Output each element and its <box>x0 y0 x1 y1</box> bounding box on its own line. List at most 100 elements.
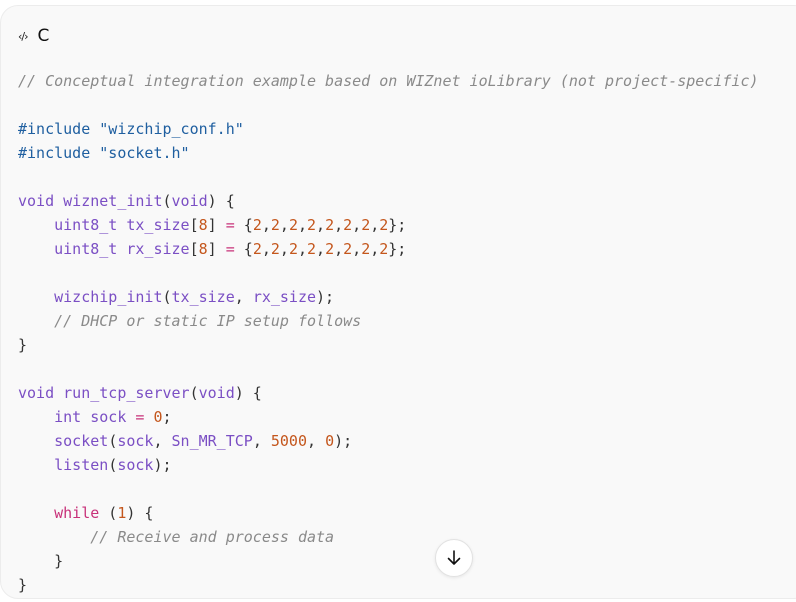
code-token: 2 <box>325 216 335 234</box>
code-line <box>18 93 759 117</box>
code-token: , <box>316 240 326 258</box>
code-token: uint8_t rx_size <box>18 240 190 258</box>
code-token: 2 <box>343 216 353 234</box>
code-token: 1 <box>117 504 127 522</box>
code-line: // Receive and process data <box>18 525 759 549</box>
code-token: ) { <box>234 384 262 402</box>
code-token: void <box>198 384 235 402</box>
code-token: 2 <box>270 216 280 234</box>
code-token: , <box>334 216 344 234</box>
code-token: , <box>352 216 362 234</box>
code-token: 2 <box>252 240 262 258</box>
code-line: uint8_t rx_size[8] = {2,2,2,2,2,2,2,2}; <box>18 237 759 261</box>
code-token: 2 <box>252 216 262 234</box>
code-token: ); <box>334 432 353 450</box>
code-token: { <box>234 216 253 234</box>
code-token: int sock <box>18 408 136 426</box>
code-token: , <box>297 216 307 234</box>
code-token: , <box>252 432 271 450</box>
code-token: }; <box>388 216 407 234</box>
code-line: #include "wizchip_conf.h" <box>18 117 759 141</box>
code-token: ( <box>189 384 199 402</box>
code-token: , <box>370 216 380 234</box>
code-token: 2 <box>270 240 280 258</box>
code-block-header: ‹/› C <box>18 26 49 46</box>
code-token: ); <box>316 288 335 306</box>
code-token: 2 <box>343 240 353 258</box>
code-line <box>18 165 759 189</box>
code-line <box>18 357 759 381</box>
code-line: int sock = 0; <box>18 405 759 429</box>
code-token: [ <box>189 216 199 234</box>
code-token: , <box>370 240 380 258</box>
code-token: sock <box>117 456 154 474</box>
code-token: sock <box>117 432 154 450</box>
code-token: wizchip_init <box>18 288 163 306</box>
code-token: 2 <box>379 240 389 258</box>
code-token: ( <box>108 432 118 450</box>
code-token: ) { <box>207 192 235 210</box>
code-token: #include "wizchip_conf.h" <box>18 120 244 138</box>
code-token: 2 <box>307 240 317 258</box>
code-token: 0 <box>325 432 335 450</box>
arrow-down-icon <box>447 550 461 565</box>
code-token: 2 <box>361 216 371 234</box>
code-token: , <box>316 216 326 234</box>
code-line: } <box>18 549 759 573</box>
code-token: , <box>279 240 289 258</box>
code-token: 2 <box>361 240 371 258</box>
code-line: // DHCP or static IP setup follows <box>18 309 759 333</box>
code-block: ‹/› C // Conceptual integration example … <box>0 5 796 599</box>
code-line <box>18 477 759 501</box>
code-token: }; <box>388 240 407 258</box>
code-line: listen(sock); <box>18 453 759 477</box>
code-line: // Conceptual integration example based … <box>18 69 759 93</box>
code-token: 8 <box>198 216 208 234</box>
code-line <box>18 261 759 285</box>
code-line: void wiznet_init(void) { <box>18 189 759 213</box>
code-token: while <box>18 504 100 522</box>
code-line: while (1) { <box>18 501 759 525</box>
code-token: void wiznet_init <box>18 192 163 210</box>
code-token: , <box>261 240 271 258</box>
code-token: Sn_MR_TCP <box>171 432 253 450</box>
code-content: // Conceptual integration example based … <box>18 69 759 597</box>
code-token: void <box>171 192 208 210</box>
code-token: = <box>225 240 235 258</box>
code-token: , <box>297 240 307 258</box>
code-token: , <box>261 216 271 234</box>
code-token: ); <box>153 456 172 474</box>
code-token: ] <box>207 216 226 234</box>
code-token: 0 <box>153 408 163 426</box>
scroll-down-button[interactable] <box>435 539 473 577</box>
code-token: ( <box>99 504 118 522</box>
code-token: socket <box>18 432 109 450</box>
code-token: uint8_t tx_size <box>18 216 190 234</box>
code-token: ) { <box>126 504 154 522</box>
code-token: 2 <box>288 216 298 234</box>
code-line: wizchip_init(tx_size, rx_size); <box>18 285 759 309</box>
code-icon: ‹/› <box>18 29 28 43</box>
code-token: ( <box>108 456 118 474</box>
code-line: uint8_t tx_size[8] = {2,2,2,2,2,2,2,2}; <box>18 213 759 237</box>
code-token: rx_size <box>252 288 317 306</box>
code-token: ] <box>207 240 226 258</box>
code-token: void run_tcp_server <box>18 384 190 402</box>
code-token: [ <box>189 240 199 258</box>
code-token: 5000 <box>270 432 307 450</box>
code-token: , <box>334 240 344 258</box>
code-token: , <box>279 216 289 234</box>
code-token: 2 <box>325 240 335 258</box>
code-token: = <box>135 408 145 426</box>
code-token: ( <box>162 192 172 210</box>
code-token: , <box>234 288 253 306</box>
code-token: { <box>234 240 253 258</box>
code-line: #include "socket.h" <box>18 141 759 165</box>
code-token: #include "socket.h" <box>18 144 190 162</box>
code-line: } <box>18 333 759 357</box>
code-token: , <box>307 432 326 450</box>
code-token: // Receive and process data <box>18 528 335 546</box>
code-token: , <box>153 432 172 450</box>
code-token: ; <box>162 408 172 426</box>
code-token: // Conceptual integration example based … <box>18 72 759 90</box>
